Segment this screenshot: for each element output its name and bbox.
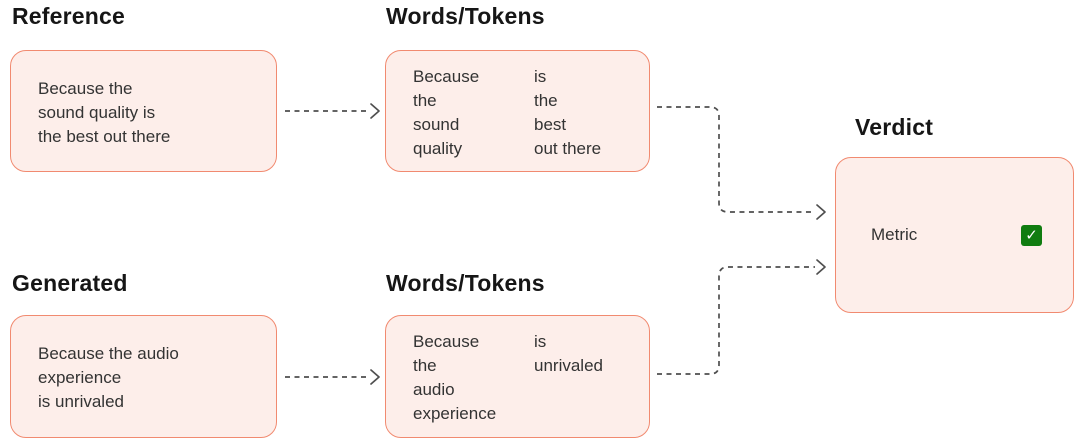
text-line: the	[413, 91, 437, 110]
text-line: unrivaled	[534, 356, 603, 375]
text-line: experience	[38, 368, 122, 387]
reference-box: Because the sound quality is the best out …	[10, 50, 277, 172]
text-line: the	[413, 356, 437, 375]
text-line: experience	[413, 404, 497, 423]
verdict-heading: Verdict	[855, 114, 934, 140]
text-line: quality	[413, 139, 463, 158]
text-line: is unrivaled	[38, 392, 124, 411]
words-tokens-heading-bottom: Words/Tokens	[386, 270, 545, 296]
text-line: Because	[413, 67, 480, 86]
text-line: the best out there	[38, 127, 171, 146]
verdict-box: Metric ✓	[835, 157, 1074, 313]
text-line: sound	[413, 115, 460, 134]
token-column-left: Because the sound quality	[413, 65, 534, 171]
text-line: sound quality is	[38, 103, 156, 122]
metric-label: Metric	[871, 225, 918, 244]
arrowhead-icon	[816, 204, 826, 220]
arrowhead-icon	[370, 369, 380, 385]
arrow-tokens-top-to-verdict	[657, 106, 815, 213]
arrow-tokens-bottom-to-verdict	[657, 266, 815, 375]
text-line: is	[534, 332, 547, 351]
arrowhead-icon	[370, 103, 380, 119]
token-column-right: is unrivaled	[534, 330, 603, 437]
generated-box: Because the audio experience is unrivaled	[10, 315, 277, 438]
checkbox-checked-icon: ✓	[1021, 224, 1042, 246]
text-line: Because the	[38, 79, 133, 98]
words-tokens-heading-top: Words/Tokens	[386, 3, 545, 29]
text-line: out there	[534, 139, 602, 158]
text-line: audio	[413, 380, 455, 399]
tokens-generated-box: Because the audio experience is unrivaled	[385, 315, 650, 438]
text-line: is	[534, 67, 547, 86]
text-line: the	[534, 91, 558, 110]
generated-heading: Generated	[12, 270, 128, 296]
tokens-reference-box: Because the sound quality is the best out ther…	[385, 50, 650, 172]
token-column-right: is the best out there	[534, 65, 601, 171]
arrowhead-icon	[816, 259, 826, 275]
token-column-left: Because the audio experience	[413, 330, 534, 437]
text-line: Because the audio	[38, 344, 179, 363]
text-line: Because	[413, 332, 480, 351]
reference-heading: Reference	[12, 3, 126, 29]
text-line: best	[534, 115, 567, 134]
